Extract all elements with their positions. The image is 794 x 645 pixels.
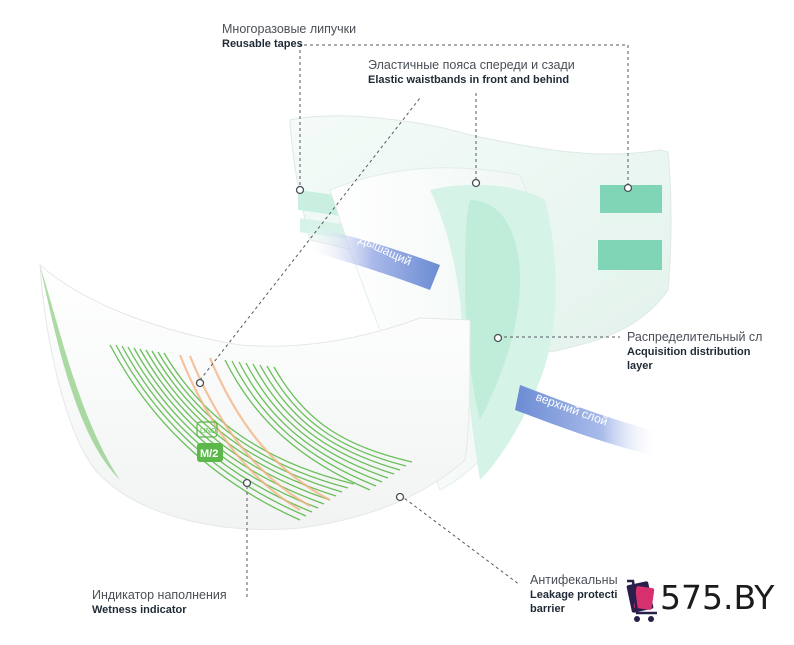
leader-lines — [199, 44, 629, 600]
label-leakage-barrier-en: Leakage protecti — [530, 589, 618, 601]
label-reusable-tapes-ru: Многоразовые липучки — [222, 22, 357, 36]
label-elastic-waistbands: Эластичные пояса спереди и сзади Elastic… — [368, 58, 575, 87]
lino-text: LINO — [200, 428, 217, 435]
label-elastic-waistbands-en: Elastic waistbands in front and behind — [368, 74, 570, 86]
label-acquisition-layer: Распределительный сл Acquisition distrib… — [627, 330, 794, 373]
tape-right-bottom2 — [598, 272, 662, 278]
watermark-text: 575.BY — [660, 578, 775, 617]
label-leakage-barrier-ru: Антифекальны — [530, 573, 618, 587]
lino-badge — [196, 421, 218, 438]
label-wetness-indicator-en: Wetness indicator — [92, 604, 187, 616]
front-stripes — [40, 265, 413, 521]
tape-right-mid — [600, 215, 662, 223]
banner-breathable — [305, 225, 440, 290]
banner-toplayer — [515, 385, 660, 456]
label-elastic-waistbands-ru: Эластичные пояса спереди и сзади — [368, 58, 575, 72]
size-badge — [197, 443, 223, 462]
label-reusable-tapes-en: Reusable tapes — [222, 38, 303, 50]
label-wetness-indicator-ru: Индикатор наполнения — [92, 588, 227, 602]
label-acquisition-layer-en2: layer — [627, 360, 653, 372]
marker-dots — [195, 178, 633, 502]
label-acquisition-layer-en: Acquisition distribution — [627, 346, 751, 358]
label-reusable-tapes: Многоразовые липучки Reusable tapes — [222, 22, 356, 51]
cart-icon — [626, 579, 657, 622]
label-acquisition-layer-ru: Распределительный сл — [627, 330, 763, 344]
label-wetness-indicator: Индикатор наполнения Wetness indicator — [92, 588, 227, 617]
tape-right-bottom — [598, 240, 662, 270]
watermark-logo — [626, 579, 657, 622]
size-text: M/2 — [200, 448, 218, 460]
acquisition-strip — [465, 200, 520, 420]
label-leakage-barrier-en2: barrier — [530, 603, 565, 615]
label-leakage-barrier: Антифекальны Leakage protecti barrier — [530, 573, 622, 616]
